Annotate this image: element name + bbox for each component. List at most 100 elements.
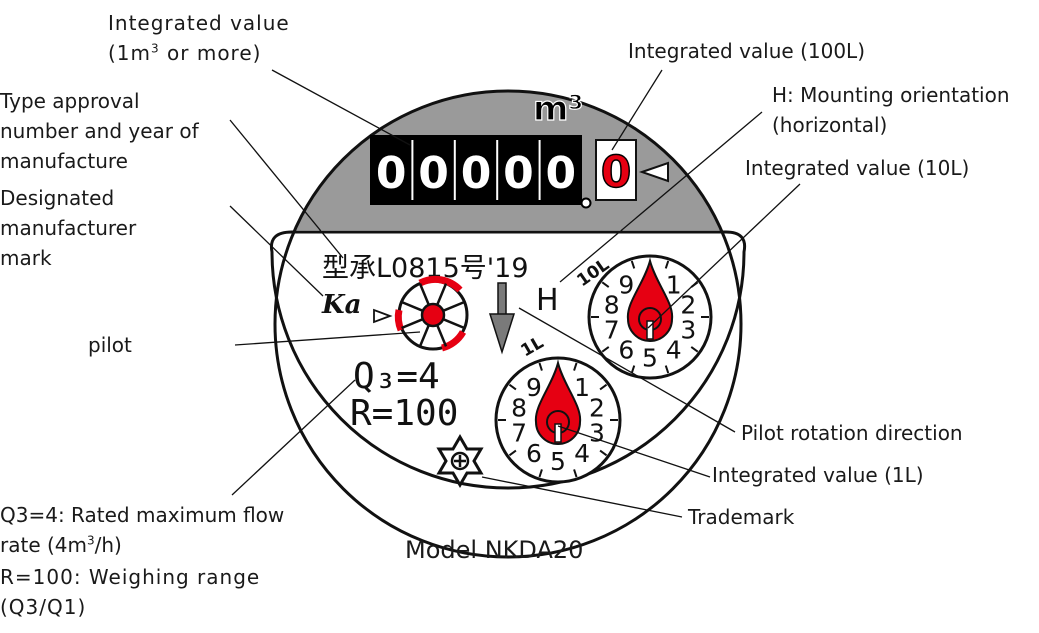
dial-number: 3 [680, 315, 696, 344]
r-value: R=100 [350, 393, 458, 434]
label-trademark: Trademark [688, 505, 795, 529]
dial-number: 8 [604, 291, 620, 320]
mounting-letter: H [536, 283, 559, 318]
dial-number: 8 [511, 393, 527, 422]
dial-tick [538, 362, 543, 371]
pilot-spoke [401, 300, 424, 312]
pilot-spoke [418, 283, 430, 306]
dial-number: 2 [680, 291, 696, 320]
pilot-index-triangle [373, 308, 393, 324]
label-integrated-100l: Integrated value (100L) [628, 39, 866, 63]
dial-number: 3 [589, 419, 605, 448]
dial-tick [538, 469, 543, 478]
model-caption: Model NKDA20 [405, 536, 584, 564]
label-manufacturer-line2: manufacturer [0, 216, 137, 240]
label-type-approval-line3: manufacture [0, 149, 128, 173]
label-integrated-m3-part-b: or more) [159, 41, 262, 65]
dial-number: 5 [642, 343, 658, 372]
leader-lines [229, 69, 801, 518]
label-type-approval-line1: Type approval [0, 89, 140, 113]
odometer-red-window [595, 139, 637, 201]
label-integrated-m3: Integrated value (1m3 or more) [108, 8, 290, 68]
pilot-spoke [436, 324, 448, 347]
label-integrated-m3-line2: (1m3 or more) [108, 38, 290, 68]
odometer-window [370, 135, 582, 205]
meter-outer-ring [273, 89, 743, 559]
label-mounting-line1: H: Mounting orientation [772, 83, 1010, 107]
rotation-direction-arrow [488, 282, 516, 355]
dial-tick [664, 365, 670, 374]
label-pilot-rotation: Pilot rotation direction [741, 421, 963, 445]
dial-tick [601, 281, 610, 288]
pilot-spoke [442, 300, 465, 312]
label-type-approval: Type approval number and year of manufac… [0, 86, 199, 176]
odometer-digit: 0 [418, 148, 449, 199]
label-type-approval-line2: number and year of [0, 119, 199, 143]
dial-tick [630, 365, 636, 374]
dial-number: 7 [511, 419, 527, 448]
label-mounting: H: Mounting orientation (horizontal) [772, 80, 1010, 140]
dial-tick [508, 383, 517, 391]
dial-number: 9 [526, 373, 542, 402]
decimal-point [580, 197, 592, 209]
label-mounting-line2: (horizontal) [772, 113, 888, 137]
odometer-digit: 0 [461, 148, 492, 199]
dial-hub-index [554, 423, 562, 443]
dial-number: 1 [574, 373, 590, 402]
dial-tick [573, 469, 578, 478]
dial-number: 1 [666, 270, 682, 299]
label-integrated-1l: Integrated value (1L) [712, 463, 924, 487]
dial-tick [508, 449, 517, 457]
label-r-line1: R=100: Weighing range [0, 565, 261, 589]
odometer-digit: 0 [503, 148, 534, 199]
dial-number: 6 [526, 439, 542, 468]
label-q3: Q3=4: Rated maximum flow rate (4m3/h) [0, 500, 284, 560]
odometer-red-digit: 0 [601, 147, 632, 198]
manufacturer-mark: Ka [321, 290, 361, 320]
pilot-spoke [401, 318, 424, 330]
dial-number: 4 [666, 336, 682, 365]
label-integrated-10l: Integrated value (10L) [745, 156, 970, 180]
pilot-spoke [418, 324, 430, 347]
label-integrated-m3-sup: 3 [151, 41, 160, 56]
dial-tick [573, 362, 578, 371]
dial-number: 6 [618, 336, 634, 365]
dial-tick [599, 383, 608, 391]
dial-tick [601, 346, 610, 353]
trademark-mark [436, 434, 484, 488]
dial-hub-index [646, 320, 654, 340]
label-manufacturer-line1: Designated [0, 186, 115, 210]
label-q3-part-b: /h) [94, 533, 122, 557]
odometer-digit: 0 [376, 148, 407, 199]
odometer-digit: 0 [545, 148, 576, 199]
label-pilot: pilot [88, 333, 132, 357]
dial-number: 9 [618, 270, 634, 299]
dial-number: 4 [574, 439, 590, 468]
label-q3-line2: rate (4m3/h) [0, 530, 284, 560]
pilot-wheel [394, 275, 469, 352]
dial-tick [690, 346, 699, 353]
label-r-line2: (Q3/Q1) [0, 595, 87, 619]
label-r: R=100: Weighing range (Q3/Q1) [0, 562, 260, 622]
label-manufacturer-line3: mark [0, 246, 52, 270]
dial-tick [664, 260, 670, 269]
unit-label: m³ [533, 89, 583, 129]
pilot-spoke [442, 318, 465, 330]
label-manufacturer: Designated manufacturer mark [0, 183, 136, 273]
label-integrated-m3-line1: Integrated value [108, 11, 290, 35]
label-q3-part-a: rate (4m [0, 533, 87, 557]
dial-tick [630, 260, 636, 269]
q3-value: Q₃=4 [353, 356, 440, 397]
label-integrated-m3-part-a: (1m [108, 41, 152, 65]
label-q3-sup: 3 [87, 533, 95, 548]
dial-tick [599, 449, 608, 457]
dial-number: 5 [550, 447, 566, 476]
dial-number: 7 [604, 315, 620, 344]
pilot-spoke [436, 283, 448, 306]
dial-number: 2 [589, 393, 605, 422]
label-q3-line1: Q3=4: Rated maximum flow [0, 503, 285, 527]
